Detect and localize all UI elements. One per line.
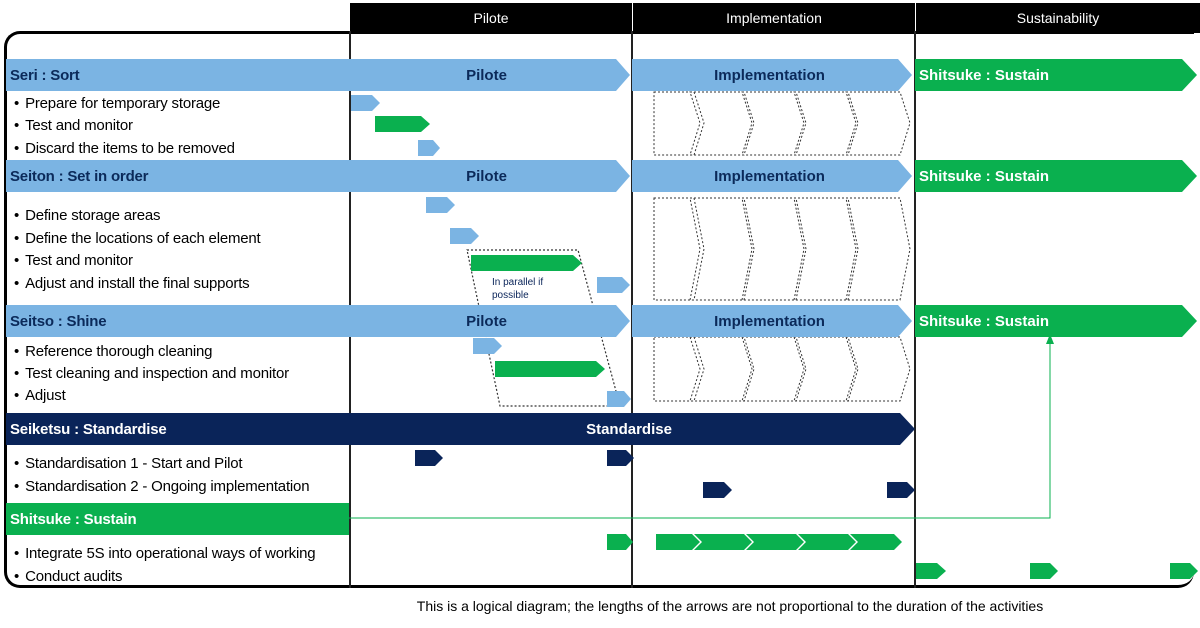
task-arrow	[471, 255, 582, 271]
list-item: •Define storage areas	[14, 206, 161, 224]
seiton-implementation-arrow	[632, 160, 912, 192]
phase-header-pilote: Pilote	[350, 3, 632, 33]
list-item: •Adjust and install the final supports	[14, 274, 250, 292]
seitso-pilote-arrow	[349, 305, 630, 337]
task-arrow	[798, 534, 856, 550]
list-item-text: Discard the items to be removed	[25, 139, 235, 157]
standardise-bar-arrow	[349, 413, 915, 445]
sustain-connector-line	[349, 338, 1051, 519]
diagram-frame	[4, 31, 1194, 588]
section-title-seiketsu: Seiketsu : Standardise	[6, 413, 349, 445]
list-item-text: Test and monitor	[25, 251, 133, 269]
standardise-bar-label: Standardise	[586, 420, 672, 438]
seiton-implementation-label: Implementation	[714, 167, 825, 185]
seitso-pilote-label: Pilote	[466, 312, 507, 330]
section-title-seri: Seri : Sort	[6, 59, 349, 91]
list-item-text: Conduct audits	[25, 567, 123, 585]
list-item: •Test and monitor	[14, 251, 133, 269]
section-title-seitso: Seitso : Shine	[6, 305, 349, 337]
task-arrow	[450, 228, 479, 244]
task-arrow	[916, 563, 946, 579]
list-item: •Standardisation 2 - Ongoing implementat…	[14, 477, 310, 495]
list-item-text: Test cleaning and inspection and monitor	[25, 364, 289, 382]
task-arrow	[656, 534, 700, 550]
task-arrow	[597, 277, 630, 293]
task-arrow	[746, 534, 804, 550]
seiton-sustain-label: Shitsuke : Sustain	[919, 167, 1050, 185]
list-item-text: Adjust	[25, 386, 66, 404]
task-arrow	[607, 534, 633, 550]
list-item: •Adjust	[14, 386, 66, 404]
list-item-text: Adjust and install the final supports	[25, 274, 250, 292]
list-item: •Test cleaning and inspection and monito…	[14, 364, 289, 382]
list-item-text: Define the locations of each element	[25, 229, 261, 247]
parallel-note: In parallel if possible	[492, 277, 544, 301]
task-arrow	[607, 450, 634, 466]
list-item: •Standardisation 1 - Start and Pilot	[14, 454, 243, 472]
dotted-chevron-group-3	[653, 336, 911, 402]
task-arrow	[415, 450, 443, 466]
task-arrow	[850, 534, 902, 550]
seitso-implementation-label: Implementation	[714, 312, 825, 330]
task-arrow	[495, 361, 605, 377]
task-arrow	[1030, 563, 1058, 579]
list-item-text: Define storage areas	[25, 206, 161, 224]
seri-pilote-arrow	[349, 59, 630, 91]
list-item: •Conduct audits	[14, 567, 123, 585]
task-arrow	[694, 534, 752, 550]
list-item-text: Prepare for temporary storage	[25, 94, 221, 112]
task-arrow	[375, 116, 430, 132]
list-item: •Discard the items to be removed	[14, 139, 235, 157]
task-arrow	[426, 197, 455, 213]
seitso-sustain-label: Shitsuke : Sustain	[919, 312, 1050, 330]
task-arrow	[607, 391, 631, 407]
seri-implementation-arrow	[632, 59, 912, 91]
list-item-text: Standardisation 1 - Start and Pilot	[25, 454, 243, 472]
seitso-implementation-arrow	[632, 305, 912, 337]
seri-implementation-label: Implementation	[714, 66, 825, 84]
task-arrow	[351, 95, 380, 111]
task-arrow	[887, 482, 915, 498]
dotted-chevron-group-2	[653, 197, 911, 301]
task-arrow	[1170, 563, 1198, 579]
seiton-sustain-arrow	[915, 160, 1197, 192]
task-arrow	[473, 338, 502, 354]
phase-header-sustainability: Sustainability	[916, 3, 1200, 33]
seri-sustain-arrow	[915, 59, 1197, 91]
seri-pilote-label: Pilote	[466, 66, 507, 84]
section-title-seiton: Seiton : Set in order	[6, 160, 349, 192]
task-arrow	[418, 140, 440, 156]
list-item-text: Reference thorough cleaning	[25, 342, 213, 360]
dotted-chevron-group-1	[653, 91, 911, 156]
task-arrow	[703, 482, 732, 498]
connector-arrowhead	[1046, 334, 1054, 344]
phase-header-implementation: Implementation	[633, 3, 915, 33]
seiton-pilote-label: Pilote	[466, 167, 507, 185]
seitso-sustain-arrow	[915, 305, 1197, 337]
list-item: •Prepare for temporary storage	[14, 94, 221, 112]
list-item: •Reference thorough cleaning	[14, 342, 213, 360]
section-title-shitsuke: Shitsuke : Sustain	[6, 503, 349, 535]
seiton-pilote-arrow	[349, 160, 630, 192]
list-item: •Integrate 5S into operational ways of w…	[14, 544, 316, 562]
list-item-text: Standardisation 2 - Ongoing implementati…	[25, 477, 310, 495]
footer-note: This is a logical diagram; the lengths o…	[416, 598, 1044, 614]
list-item-text: Integrate 5S into operational ways of wo…	[25, 544, 316, 562]
list-item: •Test and monitor	[14, 116, 133, 134]
list-item: •Define the locations of each element	[14, 229, 261, 247]
list-item-text: Test and monitor	[25, 116, 133, 134]
seri-sustain-label: Shitsuke : Sustain	[919, 66, 1050, 84]
